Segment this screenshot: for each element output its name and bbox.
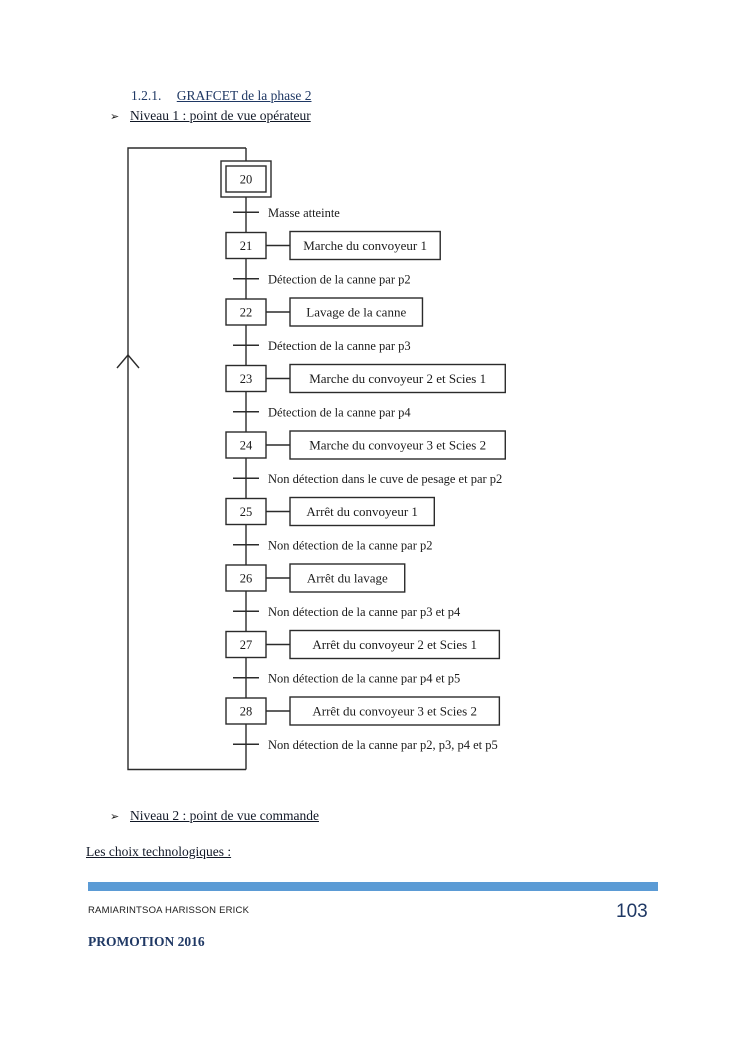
svg-text:Non détection dans le cuve de: Non détection dans le cuve de pesage et … — [268, 472, 502, 486]
footer-rule — [88, 882, 658, 891]
svg-text:Arrêt du convoyeur 3 et Scies: Arrêt du convoyeur 3 et Scies 2 — [312, 704, 477, 719]
niveau-1-label: Niveau 1 : point de vue opérateur — [130, 108, 311, 123]
svg-text:Arrêt du convoyeur 1: Arrêt du convoyeur 1 — [306, 504, 418, 519]
svg-text:Non détection de la canne par: Non détection de la canne par p4 et p5 — [268, 671, 460, 685]
page-number: 103 — [616, 901, 648, 922]
svg-text:24: 24 — [240, 439, 253, 453]
niveau-2-line: ➢ Niveau 2 : point de vue commande — [110, 808, 319, 824]
svg-text:Arrêt du convoyeur 2 et Scies: Arrêt du convoyeur 2 et Scies 1 — [312, 637, 477, 652]
svg-text:27: 27 — [240, 638, 253, 652]
svg-text:23: 23 — [240, 372, 253, 386]
svg-text:Arrêt du lavage: Arrêt du lavage — [307, 571, 388, 586]
svg-text:Masse atteinte: Masse atteinte — [268, 206, 340, 220]
svg-text:25: 25 — [240, 505, 253, 519]
svg-text:Lavage de la canne: Lavage de la canne — [306, 305, 406, 320]
bullet-arrow-icon: ➢ — [110, 110, 120, 123]
page-heading: 1.2.1. GRAFCET de la phase 2 — [131, 88, 312, 104]
choix-technologiques-label: Les choix technologiques : — [86, 844, 232, 859]
svg-text:Marche du convoyeur 3 et Scies: Marche du convoyeur 3 et Scies 2 — [309, 438, 486, 453]
svg-text:Non détection de la canne par: Non détection de la canne par p2 — [268, 538, 433, 552]
svg-text:Non détection de la canne par: Non détection de la canne par p2, p3, p4… — [268, 738, 498, 752]
page-title: GRAFCET de la phase 2 — [176, 88, 312, 103]
svg-text:20: 20 — [240, 173, 253, 187]
footer-author: RAMIARINTSOA HARISSON ERICK — [88, 905, 250, 916]
niveau-2-label: Niveau 2 : point de vue commande — [130, 808, 319, 823]
svg-text:26: 26 — [240, 572, 253, 586]
svg-text:Non détection de la canne par: Non détection de la canne par p3 et p4 — [268, 605, 461, 619]
footer-promotion: PROMOTION 2016 — [88, 934, 205, 949]
svg-text:Marche du convoyeur 2 et Scies: Marche du convoyeur 2 et Scies 1 — [309, 371, 486, 386]
heading-number: 1.2.1. — [131, 88, 162, 103]
bullet-arrow-icon: ➢ — [110, 810, 120, 823]
niveau-1-line: ➢ Niveau 1 : point de vue opérateur — [110, 108, 311, 124]
svg-text:Détection de la canne par p2: Détection de la canne par p2 — [268, 272, 411, 286]
svg-text:Détection de la canne par p4: Détection de la canne par p4 — [268, 405, 411, 419]
svg-text:Marche du convoyeur 1: Marche du convoyeur 1 — [303, 238, 427, 253]
svg-text:28: 28 — [240, 705, 253, 719]
svg-text:21: 21 — [240, 239, 253, 253]
svg-text:Détection de la canne par p3: Détection de la canne par p3 — [268, 339, 411, 353]
svg-text:22: 22 — [240, 306, 253, 320]
